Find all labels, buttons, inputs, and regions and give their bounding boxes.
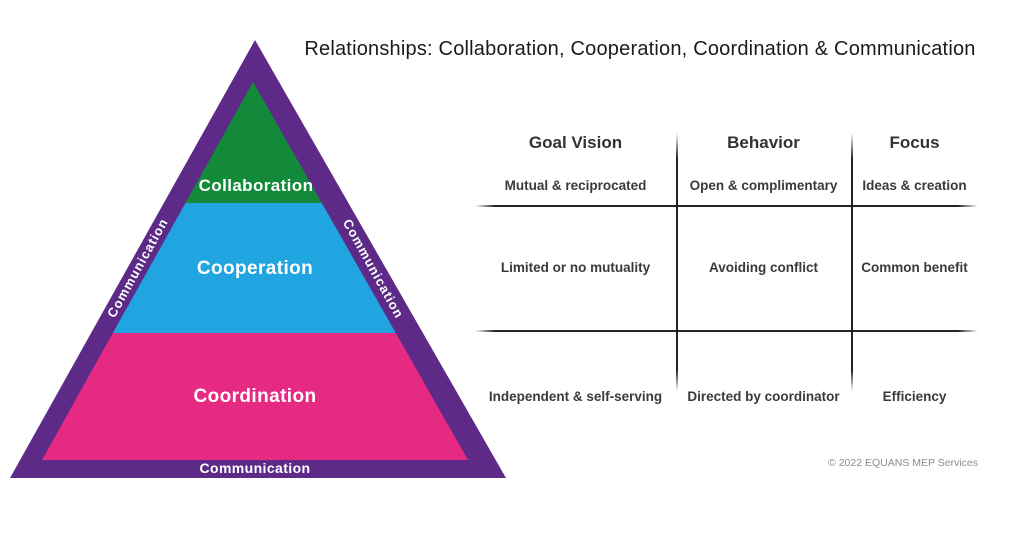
pyramid-label-coordination: Coordination (193, 386, 316, 407)
pyramid-diagram: Collaboration Cooperation Coordination C… (10, 40, 506, 478)
table-cell-cooperation-focus: Common benefit (861, 259, 968, 275)
table-cell-coordination-goal-vision: Independent & self-serving (488, 388, 663, 404)
communication-label-bottom: Communication (200, 460, 311, 476)
table-header-goal-vision: Goal Vision (528, 133, 623, 152)
table-cell-cooperation-behavior: Avoiding conflict (709, 259, 818, 275)
pyramid-label-cooperation: Cooperation (197, 258, 313, 279)
table-cell-collaboration-behavior: Open & complimentary (689, 177, 838, 193)
pyramid-label-collaboration: Collaboration (199, 176, 314, 195)
table-divider-vertical-2 (851, 133, 853, 391)
table-cell-collaboration-focus: Ideas & creation (862, 177, 967, 193)
pyramid-layer-coordination (42, 333, 468, 460)
copyright-notice: © 2022 EQUANS MEP Services (828, 457, 978, 469)
table-header-focus: Focus (889, 133, 940, 152)
table-cell-coordination-behavior: Directed by coordinator (687, 388, 840, 404)
table-divider-vertical-1 (676, 133, 678, 391)
table-divider-horizontal-2 (475, 330, 978, 332)
table-divider-horizontal-1 (475, 205, 978, 207)
page-title: Relationships: Collaboration, Cooperatio… (304, 38, 976, 60)
table-cell-coordination-focus: Efficiency (882, 388, 947, 404)
table-cell-collaboration-goal-vision: Mutual & reciprocated (504, 177, 647, 193)
table-header-behavior: Behavior (727, 133, 800, 152)
table-cell-cooperation-goal-vision: Limited or no mutuality (500, 259, 651, 275)
